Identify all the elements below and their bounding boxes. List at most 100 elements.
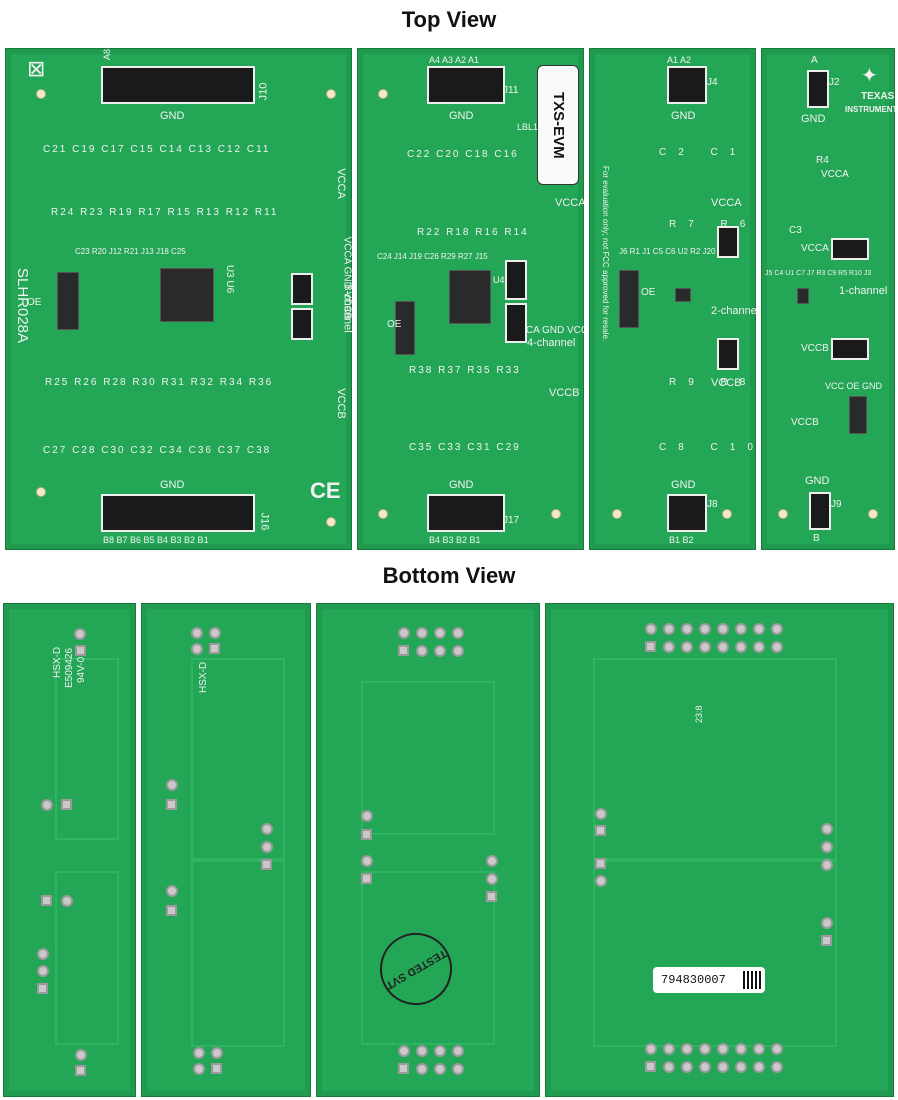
- header-top-ref: J11: [503, 85, 519, 96]
- refs-mid: J6 R1 J1 C5 C6 U2 R2 J20: [619, 247, 716, 256]
- c3-label: C3: [789, 225, 802, 236]
- ce-mark: CE: [310, 478, 341, 503]
- ic-u1: [797, 288, 809, 304]
- jumper-j13: [291, 273, 313, 305]
- vccb-label: VCCB: [334, 388, 347, 419]
- marking-line1: HSX-D: [52, 646, 63, 678]
- header-top-ref: J4: [707, 77, 718, 88]
- gnd-top-label: GND: [671, 110, 696, 122]
- vcca-label-top: VCCA: [334, 168, 347, 199]
- bottom-board-2: HSX-D: [141, 603, 311, 1097]
- marking-block: HSX-D: [198, 661, 209, 693]
- bottom-board-1: HSX-D E509426 94V-0: [3, 603, 136, 1097]
- oe-label: OE: [387, 319, 402, 330]
- header-bottom-pins: B4 B3 B2 B1: [429, 535, 481, 545]
- header-bottom-ref: J17: [503, 515, 520, 526]
- gnd-bottom-label: GND: [671, 479, 696, 491]
- refs-mid: J5 C4 U1 C7 J7 R3 C9 R5 R10 J3: [765, 270, 872, 277]
- board-2-channel: A1 A2 J4 GND For evaluation only; not FC…: [589, 48, 756, 550]
- top-view-title: Top View: [401, 7, 497, 32]
- marking-line4: 23:8: [694, 705, 704, 723]
- gnd-top-label: GND: [801, 113, 826, 125]
- vccb-label: VCCB: [801, 343, 829, 354]
- header-bottom-ref: J9: [831, 499, 842, 510]
- header-j8: [667, 494, 707, 532]
- side-labels: VCCA GND VCCB: [512, 325, 584, 336]
- header-bottom-pins: B1 B2: [669, 535, 694, 545]
- barcode-icon: [743, 971, 761, 989]
- recycle-bin-icon: ⊠: [27, 56, 46, 81]
- header-top-pins: A8 A7 A6 A5 A4 A3 A2 A1: [102, 48, 112, 60]
- header-j16: [101, 494, 255, 532]
- brand-line1: TEXAS: [861, 91, 895, 102]
- r4-label: R4: [816, 155, 829, 166]
- vcca-label: VCCA: [555, 197, 584, 209]
- vccb-label: VCCB: [711, 377, 742, 389]
- oe-label: OE: [641, 287, 656, 298]
- caps-row1: C22 C20 C18 C16: [407, 149, 519, 160]
- ti-logo-icon: ✦: [861, 65, 878, 87]
- header-top-ref: J10: [257, 82, 270, 101]
- jumper-j15: [395, 301, 415, 355]
- lbl-ref: LBL1: [517, 122, 539, 132]
- board-8-channel: ⊠ A8 A7 A6 A5 A4 A3 A2 A1 J10 GND C21 C1…: [5, 48, 352, 550]
- caps-row2: C27 C28 C30 C32 C34 C36 C37 C38: [43, 445, 272, 456]
- ic-u2: [675, 288, 691, 302]
- gnd-bottom-label: GND: [805, 475, 830, 487]
- jumper-j12: [57, 272, 79, 330]
- header-j11: [427, 66, 505, 104]
- jumper-j5: [831, 238, 869, 260]
- jumper-j6: [717, 226, 739, 258]
- board-1-channel: A J2 GND ✦ TEXAS INSTRUMENTS R4 VCCA C3 …: [761, 48, 895, 550]
- side-labels: VCCA GND VCCB: [341, 236, 352, 320]
- header-bottom-ref: J16: [258, 512, 271, 531]
- channel-label: 4-channel: [527, 337, 576, 349]
- bottom-view-title: Bottom View: [382, 563, 516, 588]
- txs-evm-label: TXS-EVM: [537, 65, 579, 185]
- res-row2: R25 R26 R28 R30 R31 R32 R34 R36: [45, 377, 274, 388]
- gnd-bottom-label: GND: [160, 479, 185, 491]
- jumper-j14: [505, 260, 527, 300]
- gnd-top-label: GND: [449, 110, 474, 122]
- refs-mid: C24 J14 J19 C26 R29 R27 J15: [377, 252, 488, 261]
- gnd-bottom-label: GND: [449, 479, 474, 491]
- jumper-j19: [505, 303, 527, 343]
- header-j4: [667, 66, 707, 104]
- notice: For evaluation only; not FCC approved fo…: [601, 166, 610, 342]
- brand-line2: INSTRUMENTS: [845, 105, 895, 114]
- ic-u3-u6: [160, 268, 214, 322]
- res-row1: R24 R23 R19 R17 R15 R13 R12 R11: [51, 207, 279, 218]
- jumper-j18: [291, 308, 313, 340]
- header-bottom-pins: B8 B7 B6 B5 B4 B3 B2 B1: [103, 535, 209, 545]
- res-row2: R38 R37 R35 R33: [409, 365, 521, 376]
- jumper-j3: [849, 396, 867, 434]
- marking-line3: 94V-0: [76, 656, 87, 683]
- board-4-channel: A4 A3 A2 A1 J11 GND TXS-EVM LBL1 C22 C20…: [357, 48, 584, 550]
- caps-row2: C8 C10: [659, 442, 756, 453]
- jumper-j7: [831, 338, 869, 360]
- caps-row1: C21 C19 C17 C15 C14 C13 C12 C11: [43, 144, 271, 155]
- caps-row1: C2 C1: [659, 147, 748, 158]
- bottom-board-4: 794830007 23:8: [545, 603, 894, 1097]
- header-top-ref: J2: [829, 77, 840, 88]
- channel-label: 2-channel: [711, 305, 756, 317]
- a-label: A: [811, 55, 818, 66]
- res-row1: R22 R18 R16 R14: [417, 227, 529, 238]
- header-j10: [101, 66, 255, 104]
- vccb2-label: VCCB: [791, 417, 819, 428]
- oe-label: OE: [27, 297, 42, 308]
- channel-label: 1-channel: [839, 285, 888, 297]
- gnd-top-label: GND: [160, 110, 185, 122]
- side-labels: VCC OE GND: [825, 381, 883, 391]
- jumper-j20: [717, 338, 739, 370]
- header-top-pins: A1 A2: [667, 55, 692, 65]
- refs-mid: C23 R20 J12 R21 J13 J18 C25: [75, 247, 186, 256]
- header-j9: [809, 492, 831, 530]
- b-label: B: [813, 533, 820, 544]
- caps-row2: C35 C33 C31 C29: [409, 442, 521, 453]
- barcode-number: 794830007: [661, 973, 726, 987]
- header-j2: [807, 70, 829, 108]
- vccb-label: VCCB: [549, 387, 580, 399]
- res-row2: R9 R8: [669, 377, 756, 388]
- vcca-label: VCCA: [821, 169, 849, 180]
